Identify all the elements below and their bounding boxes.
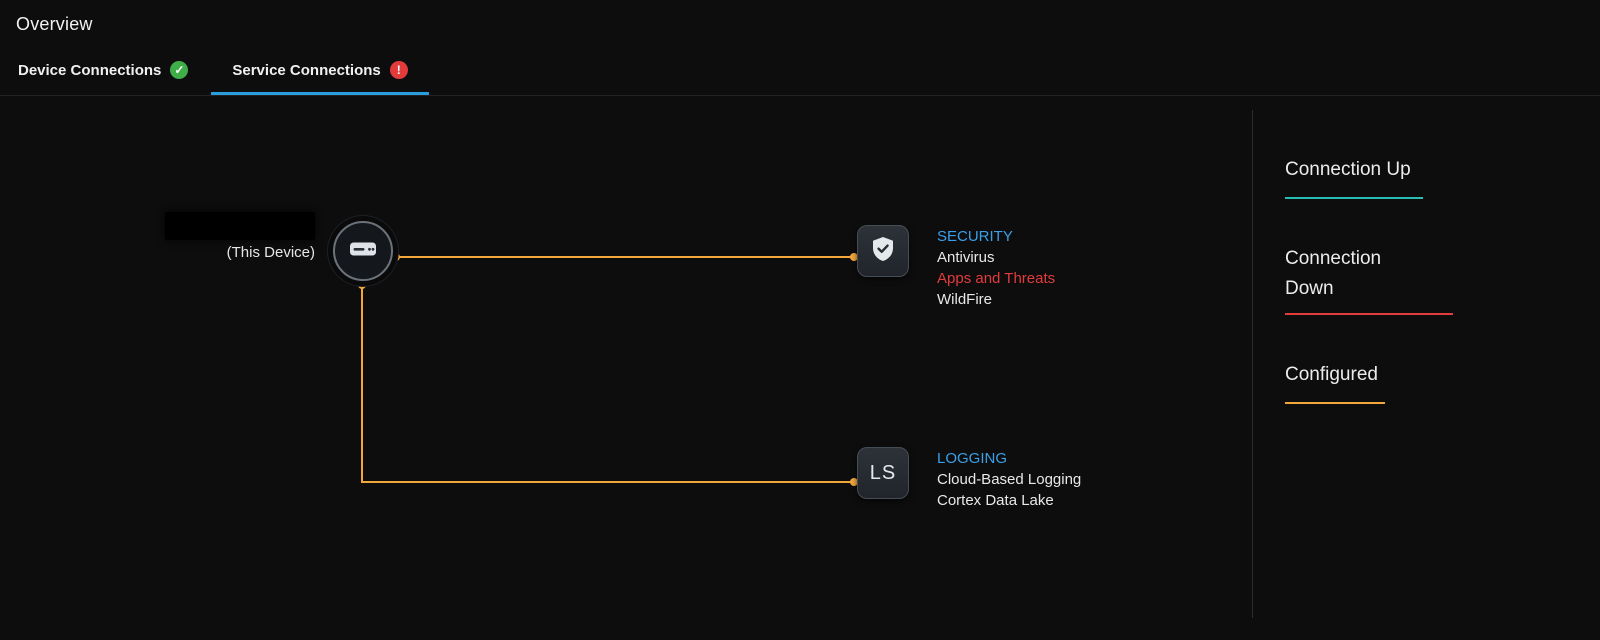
- connector-dot-device-bottom: [358, 281, 366, 289]
- connector-dot-security: [850, 253, 858, 261]
- logging-node[interactable]: LS: [857, 447, 909, 499]
- device-node[interactable]: [333, 221, 393, 281]
- connector-line-security: [395, 256, 857, 258]
- tab-service-connections-label: Service Connections: [232, 61, 381, 79]
- legend-item-configured: Configured: [1285, 360, 1453, 404]
- shield-check-icon: [871, 236, 895, 267]
- connector-dot-logging: [850, 478, 858, 486]
- logging-item-cloud-based-logging: Cloud-Based Logging: [937, 471, 1082, 488]
- logging-labels: LOGGING Cloud-Based Logging Cortex Data …: [937, 448, 1081, 511]
- firewall-device-icon: [349, 239, 377, 264]
- tab-device-connections[interactable]: Device Connections ✓: [16, 48, 190, 95]
- service-connections-diagram: (This Device) SECURITY Antivirus Apps: [0, 96, 1600, 639]
- header: Overview: [0, 0, 1600, 48]
- page-title: Overview: [16, 13, 93, 34]
- legend-rule-connection-down: [1285, 313, 1453, 315]
- alert-circle-icon: !: [389, 61, 408, 79]
- legend-item-connection-down: Connection Down: [1285, 244, 1453, 315]
- legend-label-connection-up: Connection Up: [1285, 159, 1411, 180]
- legend-label-connection-down: Connection Down: [1285, 248, 1382, 299]
- connector-dot-device-right: [392, 253, 400, 261]
- legend: Connection Up Connection Down Configured: [1285, 155, 1453, 449]
- tab-device-connections-label: Device Connections: [18, 61, 162, 79]
- tab-bar: Device Connections ✓ Service Connections…: [0, 48, 1600, 96]
- connector-line-vertical: [361, 284, 363, 483]
- legend-divider: [1252, 110, 1253, 618]
- redacted-device-name: [165, 212, 315, 240]
- check-circle-icon: ✓: [170, 61, 189, 79]
- logging-service-icon: LS: [869, 461, 897, 484]
- tab-service-connections[interactable]: Service Connections !: [211, 48, 429, 95]
- connector-line-logging: [361, 481, 857, 483]
- security-labels: SECURITY Antivirus Apps and Threats Wild…: [937, 226, 1055, 310]
- logging-item-cortex-data-lake: Cortex Data Lake: [937, 492, 1054, 509]
- security-item-antivirus: Antivirus: [937, 249, 995, 266]
- legend-rule-configured: [1285, 402, 1385, 404]
- security-node[interactable]: [857, 225, 909, 277]
- legend-item-connection-up: Connection Up: [1285, 155, 1453, 199]
- legend-rule-connection-up: [1285, 197, 1423, 199]
- security-title-link[interactable]: SECURITY: [937, 228, 1013, 245]
- security-item-wildfire: WildFire: [937, 291, 992, 308]
- legend-label-configured: Configured: [1285, 364, 1378, 385]
- device-caption: (This Device): [226, 244, 315, 261]
- logging-title-link[interactable]: LOGGING: [937, 450, 1008, 467]
- security-item-apps-and-threats: Apps and Threats: [937, 270, 1056, 287]
